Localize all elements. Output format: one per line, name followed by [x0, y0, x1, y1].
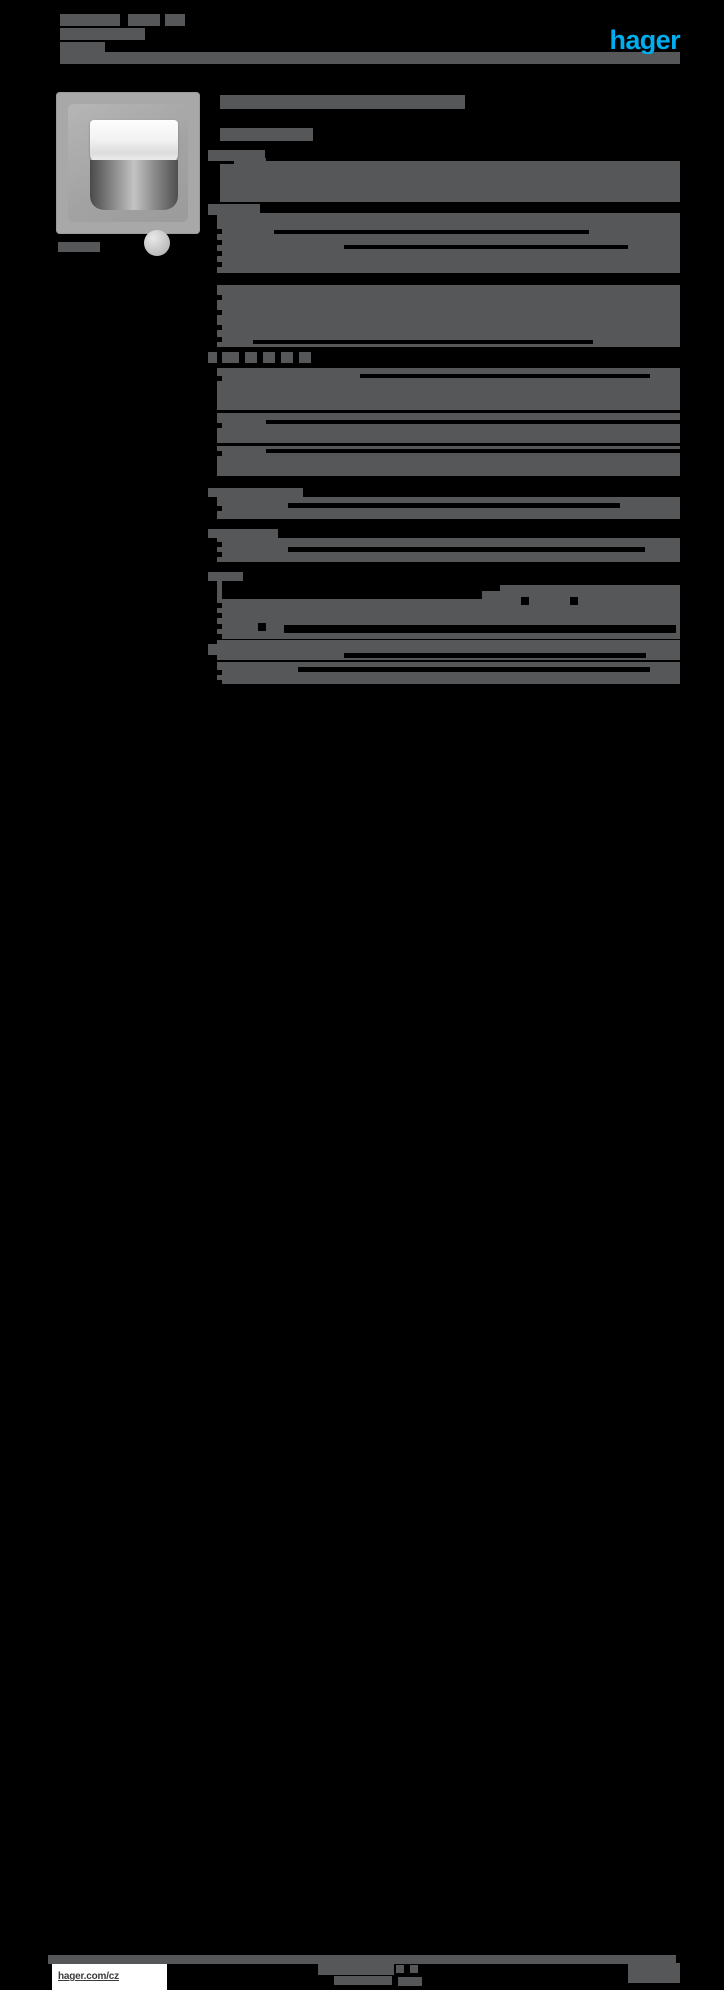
spec-table-6 [208, 462, 680, 476]
header-divider [60, 52, 680, 64]
spec-table-9 [208, 581, 680, 639]
document-title-line-3 [165, 14, 185, 26]
footer-center-mark-1 [396, 1965, 404, 1973]
section-bullet-4 [281, 352, 293, 363]
footer-center-mark-2 [410, 1965, 418, 1973]
footer-center-line-2 [334, 1976, 392, 1985]
footer-center-mark-3 [398, 1977, 422, 1986]
spec-table-11 [208, 662, 680, 684]
spec-table-7 [208, 497, 680, 519]
spec-table-3 [208, 368, 680, 410]
footer-divider [48, 1955, 676, 1964]
document-title-line-1 [60, 14, 120, 26]
section-bullet-0 [208, 352, 217, 363]
page-footer: hager.com/cz [0, 975, 724, 1990]
document-title-line-2 [128, 14, 160, 26]
section-heading-0 [208, 150, 265, 161]
page-title [220, 95, 465, 109]
sensor-push-button-icon [144, 230, 170, 256]
sensor-body [90, 160, 178, 256]
page-header: hager [0, 0, 724, 80]
section-heading-1 [208, 204, 260, 215]
logo-subtitle [600, 54, 680, 63]
spec-table-8 [208, 538, 680, 562]
spec-table-5 [208, 446, 680, 462]
document-title-line-5 [60, 42, 105, 52]
spec-table-4 [208, 413, 680, 443]
hager-logo: hager [609, 25, 680, 55]
section-bullet-5 [299, 352, 311, 363]
section-bullet-3 [263, 352, 275, 363]
section-bullet-1 [222, 352, 239, 363]
section-heading-4 [208, 529, 278, 540]
spec-table-intro [208, 158, 680, 202]
main-content [208, 95, 680, 684]
product-cover-plate [68, 104, 188, 256]
sensor-lens-icon [90, 120, 178, 164]
page-subtitle [220, 128, 313, 141]
section-heading-3 [208, 488, 303, 499]
section-heading-5 [208, 572, 243, 583]
footer-center-line-1 [318, 1964, 394, 1975]
spec-table-1 [208, 213, 680, 273]
section-bullet-2 [245, 352, 257, 363]
footer-page-number [628, 1963, 680, 1983]
document-title-line-4 [60, 28, 145, 40]
spec-table-10 [208, 640, 680, 660]
section-heading-6 [208, 644, 278, 655]
product-image-caption [58, 242, 100, 252]
product-image [56, 92, 200, 256]
spec-table-2 [208, 285, 680, 347]
footer-url-link[interactable]: hager.com/cz [58, 1971, 119, 1982]
